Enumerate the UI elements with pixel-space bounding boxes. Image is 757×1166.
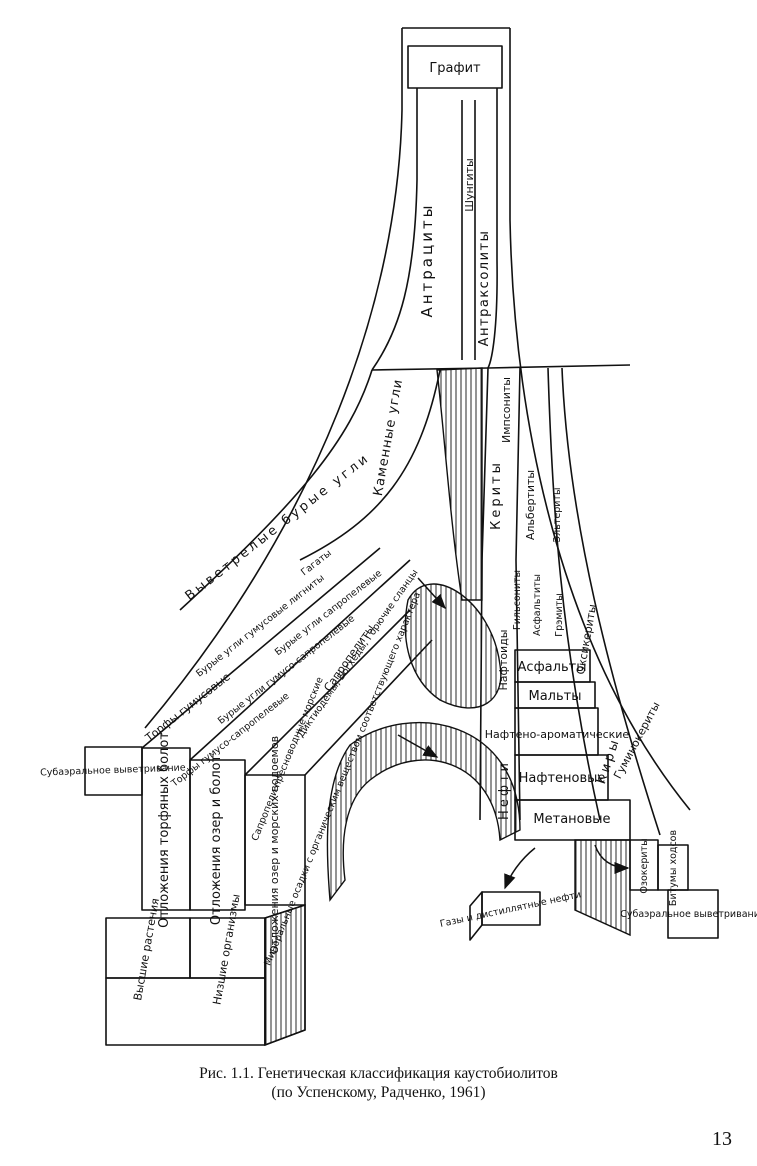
label-nafteno-aromaticheskie: Нафтено-ароматические	[485, 728, 630, 741]
caption-line-2: (по Успенскому, Радченко, 1961)	[271, 1084, 486, 1101]
tower-inner-left	[371, 88, 418, 371]
shungity-strip	[461, 100, 476, 360]
right-branch-edge-3	[547, 367, 601, 821]
labels: Графит Шунгиты Антрациты Антраксолиты Им…	[40, 61, 757, 1006]
label-bitumy: Битумы ходсов	[668, 830, 679, 907]
base-side-hatch	[264, 904, 306, 1047]
label-vyvetrelye: Выветрелые бурые угли	[183, 451, 373, 604]
label-impsonity: Импсониты	[500, 377, 513, 443]
graphite-box	[407, 45, 503, 89]
figure-caption: Рис. 1.1. Генетическая классификация кау…	[0, 1064, 757, 1102]
tower-inner-right	[487, 88, 498, 369]
tower-left-edge	[144, 28, 403, 729]
label-ozokerity: Озокериты	[639, 838, 650, 893]
label-nefti: Нефти	[497, 760, 512, 820]
label-subaeral-right: Субаэральное выветривание	[620, 909, 757, 920]
label-gagaty: Гагаты	[299, 548, 334, 579]
label-otlozheniya-ozer-morskih: Отложения озер и морских водоемов	[268, 736, 281, 954]
left-branch-inner-2	[299, 369, 441, 561]
label-subaeral-left: Субаэральное выветривание	[40, 762, 186, 778]
right-branch-edge-2	[515, 367, 521, 821]
right-hatch	[574, 839, 631, 937]
arrow-4	[594, 844, 630, 874]
subaeral-right-box	[667, 889, 719, 939]
label-kerity: Кериты	[489, 460, 504, 530]
arrow-1	[417, 577, 447, 610]
label-otlozheniya-ozer-bolot: Отложения озер и болот	[209, 754, 224, 925]
label-antracity: Антрациты	[418, 202, 436, 317]
label-gazy: Газы и дистиллятные нефти	[439, 889, 582, 930]
label-naftenovye: Нафтеновые	[519, 771, 606, 786]
hatched-surfaces	[264, 367, 631, 1047]
label-asfalty: Асфальты	[518, 660, 587, 675]
label-elaterity: Эльтериты	[552, 488, 563, 543]
page-number: 13	[712, 1128, 732, 1150]
arrow-3	[504, 847, 536, 890]
central-hatch	[436, 367, 483, 601]
label-antraksolity: Антраксолиты	[477, 230, 492, 347]
left-branch-inner-1	[179, 369, 373, 611]
left-diag-2	[189, 559, 411, 761]
label-albertity: Альбертиты	[524, 470, 537, 540]
label-grezmity: Грэмиты	[554, 593, 565, 636]
label-naftoidy: Нафтоиды	[497, 630, 510, 691]
loop-hatch	[404, 583, 502, 709]
right-branch-edge-4	[561, 367, 661, 836]
label-shungity: Шунгиты	[463, 158, 476, 212]
arrows	[397, 577, 630, 890]
label-asfaltity: Асфальтиты	[532, 574, 543, 636]
label-kamennye-ugli: Каменные угли	[371, 378, 406, 497]
left-diag-1	[141, 547, 381, 749]
left-diag-3	[244, 609, 411, 776]
label-gilsonity: Гильсониты	[512, 570, 523, 630]
ozer-bolot-box	[189, 759, 246, 911]
arrow-2	[397, 734, 439, 758]
label-malty: Мальты	[529, 689, 582, 704]
label-vysshie: Высшие растения	[131, 897, 162, 1001]
label-grafit: Графит	[429, 61, 481, 76]
gas-box-side	[469, 891, 483, 941]
tower-right-edge	[509, 28, 691, 811]
arch-hatch	[326, 721, 521, 902]
caption-line-1: Рис. 1.1. Генетическая классификация кау…	[199, 1065, 558, 1082]
label-otlozheniya-torf: Отложения торфяных болот	[157, 732, 172, 928]
label-metanovye: Метановые	[533, 812, 610, 827]
base-block	[105, 977, 266, 1046]
right-branch-inner-1	[487, 364, 631, 369]
